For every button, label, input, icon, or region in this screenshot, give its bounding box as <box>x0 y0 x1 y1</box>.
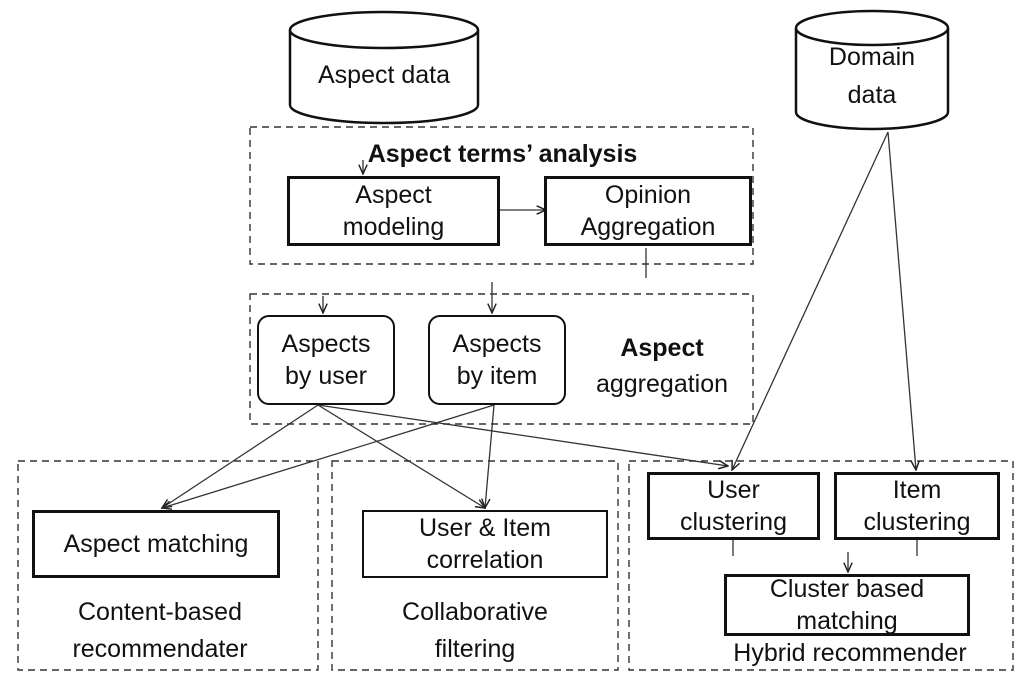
arrow-domain-to-user-clustering <box>732 131 889 470</box>
user-item-correlation-box: User & Item correlation <box>362 510 608 578</box>
content-based-label-line1: Content-based <box>77 598 242 626</box>
aspect-modeling-box: Aspect modeling <box>287 176 500 246</box>
arrow-user-to-aspect-matching <box>162 404 319 508</box>
aspect-terms-group <box>249 126 754 265</box>
content-based-label-line2: recommendater <box>72 635 248 663</box>
domain-data-label-line2: data <box>847 81 897 109</box>
domain-data-cylinder <box>794 9 950 131</box>
aspect-aggregation-label-line1: Aspect <box>620 334 704 362</box>
item-clustering-line2: clustering <box>863 508 971 536</box>
aspect-modeling-line2: modeling <box>342 213 445 241</box>
arrow-user-to-user-clustering <box>317 404 728 466</box>
user-clustering-line2: clustering <box>680 508 787 536</box>
cluster-matching-line1: Cluster based <box>769 575 925 603</box>
user-item-correlation-line2: correlation <box>426 546 544 574</box>
user-clustering-line1: User <box>707 476 760 504</box>
aspects-by-item-box: Aspects by item <box>428 315 566 405</box>
collaborative-label-line1: Collaborative <box>402 598 548 626</box>
arrow-item-to-correlation <box>485 404 495 508</box>
aspects-by-user-line2: by user <box>285 362 367 390</box>
aspect-aggregation-label-line2: aggregation <box>595 370 729 398</box>
aspect-aggregation-group <box>249 293 754 425</box>
aspects-by-item-line2: by item <box>456 362 538 390</box>
cluster-matching-line2: matching <box>796 607 898 635</box>
aspect-data-cylinder <box>288 10 480 125</box>
user-clustering-box: User clustering <box>647 472 820 540</box>
hybrid-label: Hybrid recommender <box>733 639 967 667</box>
opinion-aggregation-line2: Aggregation <box>580 213 716 241</box>
domain-data-label-line1: Domain <box>828 43 916 71</box>
aspects-by-item-line1: Aspects <box>452 330 542 358</box>
item-clustering-line1: Item <box>892 476 942 504</box>
cluster-matching-box: Cluster based matching <box>724 574 970 636</box>
aspect-terms-title: Aspect terms’ analysis <box>367 140 638 168</box>
arrow-item-to-aspect-matching <box>162 404 495 508</box>
aspects-by-user-line1: Aspects <box>281 330 371 358</box>
aspect-data-label: Aspect data <box>317 61 451 89</box>
arrow-user-to-correlation <box>317 404 485 508</box>
aspect-matching-label: Aspect matching <box>63 530 249 558</box>
aspect-modeling-line1: Aspect <box>355 181 432 209</box>
collaborative-label-line2: filtering <box>434 635 516 663</box>
content-based-group <box>17 460 319 671</box>
hybrid-group <box>628 460 1014 671</box>
opinion-aggregation-box: Opinion Aggregation <box>544 176 752 246</box>
aspects-by-user-box: Aspects by user <box>257 315 395 405</box>
opinion-aggregation-line1: Opinion <box>604 181 692 209</box>
collaborative-group <box>331 460 619 671</box>
user-item-correlation-line1: User & Item <box>419 514 551 542</box>
aspect-matching-box: Aspect matching <box>32 510 280 578</box>
arrow-domain-to-item-clustering <box>887 131 916 470</box>
item-clustering-box: Item clustering <box>834 472 1000 540</box>
